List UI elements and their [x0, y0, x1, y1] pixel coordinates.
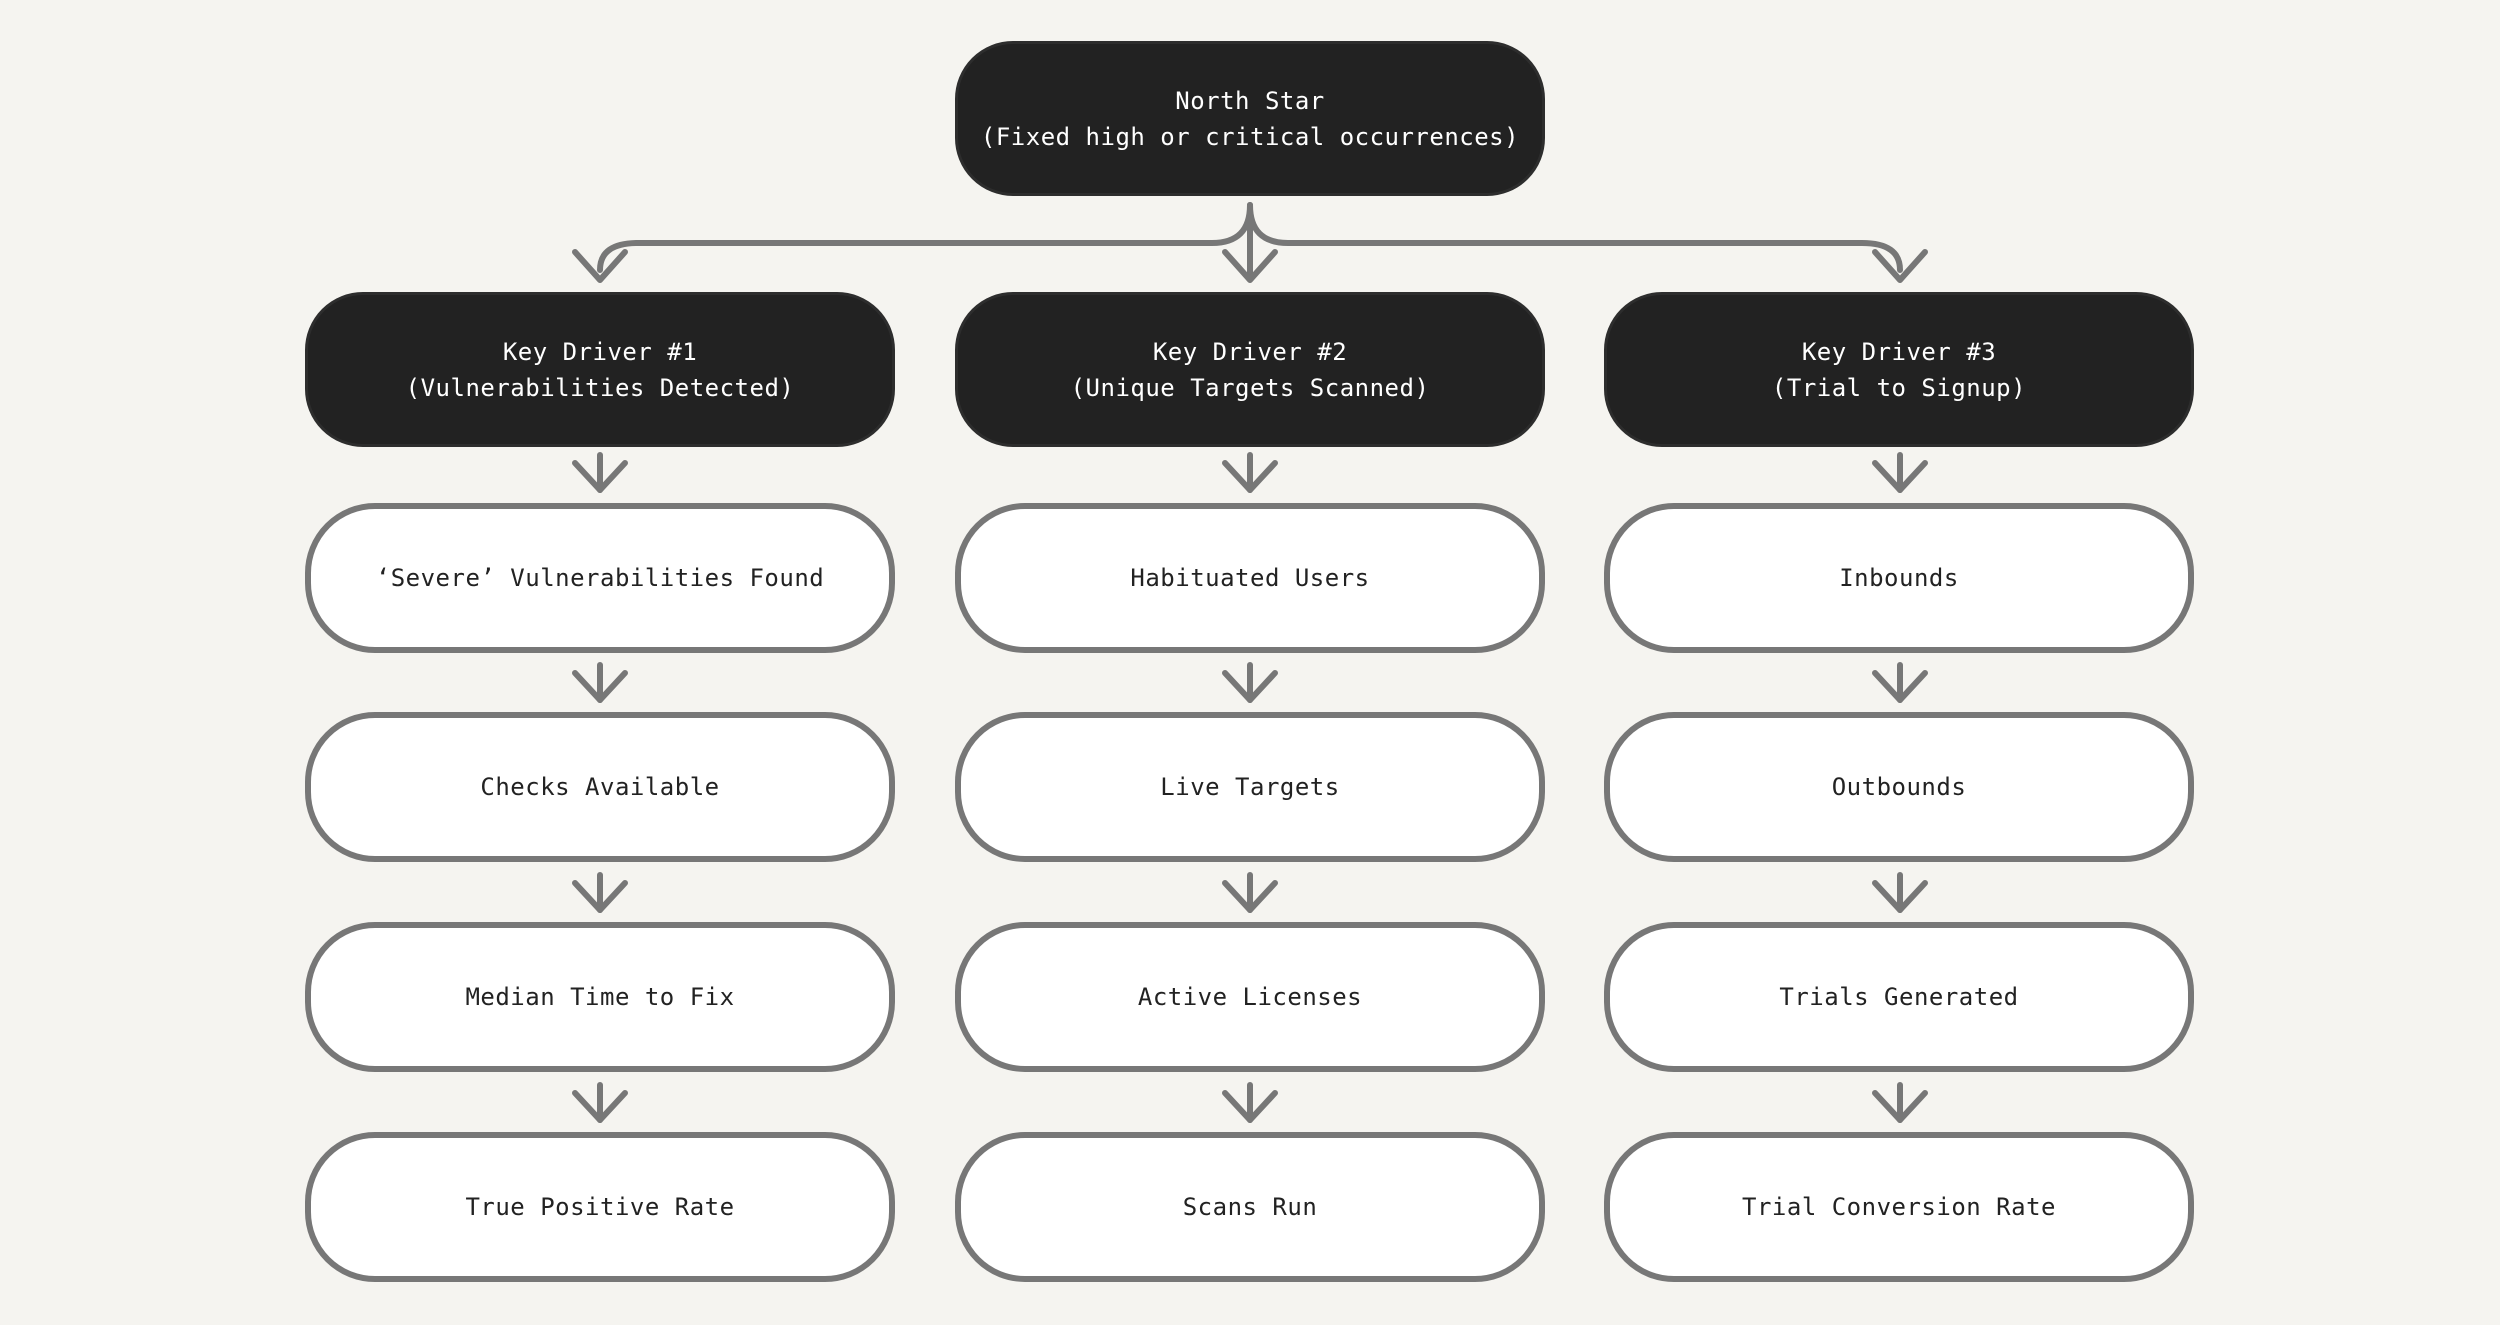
arrow-c2-1: [1222, 460, 1278, 493]
metric-node: Median Time to Fix: [305, 922, 895, 1072]
metric-node: Trial Conversion Rate: [1604, 1132, 2194, 1282]
metric-label: Trial Conversion Rate: [1742, 1193, 2056, 1221]
north-star-node: North Star (Fixed high or critical occur…: [955, 41, 1545, 196]
arrow-c3-3: [1872, 880, 1928, 913]
metric-node: Scans Run: [955, 1132, 1545, 1282]
arrow-c3-2: [1872, 670, 1928, 703]
metric-node: Trials Generated: [1604, 922, 2194, 1072]
arrow-head-kd1: [572, 249, 628, 283]
arrow-c2-3: [1222, 880, 1278, 913]
key-driver-3-subtitle: (Trial to Signup): [1771, 373, 2027, 402]
key-driver-1-title: Key Driver #1: [502, 337, 698, 366]
metric-label: Inbounds: [1839, 564, 1959, 592]
north-star-title: North Star: [1175, 86, 1325, 115]
metric-label: ‘Severe’ Vulnerabilities Found: [375, 564, 825, 592]
metric-node: Inbounds: [1604, 503, 2194, 653]
key-driver-1-node: Key Driver #1 (Vulnerabilities Detected): [305, 292, 895, 447]
metric-node: Live Targets: [955, 712, 1545, 862]
key-driver-3-title: Key Driver #3: [1801, 337, 1997, 366]
arrow-c2-4: [1222, 1090, 1278, 1123]
arrow-head-kd3: [1872, 249, 1928, 283]
arrow-c2-2: [1222, 670, 1278, 703]
north-star-subtitle: (Fixed high or critical occurrences): [980, 122, 1520, 151]
arrow-c3-1: [1872, 460, 1928, 493]
metric-node: Habituated Users: [955, 503, 1545, 653]
key-driver-2-subtitle: (Unique Targets Scanned): [1070, 373, 1430, 402]
metric-node: ‘Severe’ Vulnerabilities Found: [305, 503, 895, 653]
arrow-c1-3: [572, 880, 628, 913]
key-driver-2-title: Key Driver #2: [1152, 337, 1348, 366]
arrow-c1-2: [572, 670, 628, 703]
metric-label: Habituated Users: [1130, 564, 1370, 592]
arrow-head-kd2: [1222, 249, 1278, 283]
metric-node: True Positive Rate: [305, 1132, 895, 1282]
metric-label: Median Time to Fix: [465, 983, 735, 1011]
metric-label: True Positive Rate: [465, 1193, 735, 1221]
branch-connector-right: [1247, 202, 1903, 273]
metric-label: Scans Run: [1182, 1193, 1318, 1221]
metric-label: Checks Available: [480, 773, 720, 801]
metric-label: Active Licenses: [1137, 983, 1363, 1011]
metric-node: Outbounds: [1604, 712, 2194, 862]
metric-label: Outbounds: [1831, 773, 1967, 801]
arrow-c1-1: [572, 460, 628, 493]
key-driver-2-node: Key Driver #2 (Unique Targets Scanned): [955, 292, 1545, 447]
arrow-c3-4: [1872, 1090, 1928, 1123]
key-driver-3-node: Key Driver #3 (Trial to Signup): [1604, 292, 2194, 447]
metric-node: Active Licenses: [955, 922, 1545, 1072]
metric-node: Checks Available: [305, 712, 895, 862]
metric-label: Live Targets: [1160, 773, 1340, 801]
metric-label: Trials Generated: [1779, 983, 2019, 1011]
branch-connector-left: [597, 202, 1253, 273]
arrow-c1-4: [572, 1090, 628, 1123]
key-driver-1-subtitle: (Vulnerabilities Detected): [405, 373, 795, 402]
